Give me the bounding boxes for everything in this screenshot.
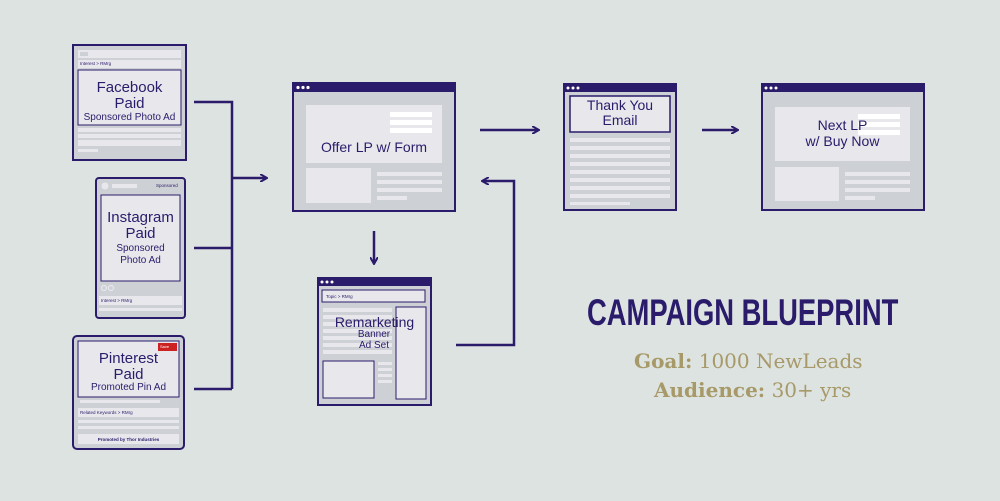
- instagram-ad-type-line2: Photo Ad: [120, 255, 161, 266]
- instagram-ad-title: Instagram: [107, 209, 174, 226]
- remarketing-window: [317, 277, 432, 406]
- pinterest-ad-title: Pinterest: [98, 350, 159, 367]
- save-badge: [158, 343, 177, 351]
- instagram-ad-card: [95, 177, 186, 319]
- facebook-ad-paid: Paid: [114, 95, 145, 112]
- facebook-ad-title: Facebook: [96, 79, 163, 96]
- remarketing-title: Remarketing: [334, 314, 415, 330]
- instagram-bottombar-text: Interest > RMrg: [101, 298, 133, 303]
- remarketing-topic-text: Topic > RMrg: [326, 294, 353, 299]
- thank-you-label-line1: Thank You: [586, 97, 654, 113]
- pinterest-promoted-by: Promoted by Thor Industries: [97, 437, 160, 442]
- facebook-connector: [194, 100, 234, 389]
- remarketing-adset-label: Ad Set: [358, 340, 390, 351]
- goal-label: Goal:: [634, 349, 693, 373]
- instagram-sponsored-tag: Sponsored: [156, 183, 178, 188]
- campaign-heading: CAMPAIGN BLUEPRINT: [587, 292, 899, 333]
- instagram-ad-type-line1: Sponsored: [116, 243, 165, 254]
- audience-label: Audience:: [654, 378, 766, 402]
- pinterest-ad-type: Promoted Pin Ad: [90, 382, 167, 393]
- facebook-ad-type: Sponsored Photo Ad: [83, 112, 176, 123]
- pinterest-related-keywords: Related Keywords > RMrg: [80, 410, 133, 415]
- facebook-topbar-text: Interest > RMrg: [80, 61, 112, 66]
- campaign-goal: Goal: 1000 NewLeads: [634, 349, 863, 373]
- flow-connectors: [194, 100, 737, 391]
- remarketing-banner-label: Banner: [357, 329, 391, 340]
- next-lp-label-line1: Next LP: [817, 117, 868, 133]
- campaign-audience: Audience: 30+ yrs: [654, 378, 851, 402]
- thank-you-label-line2: Email: [602, 112, 638, 128]
- goal-value: 1000 NewLeads: [698, 349, 863, 373]
- offer-lp-window: [292, 82, 456, 212]
- offer-lp-label: Offer LP w/ Form: [320, 139, 428, 155]
- remarketing-to-offer-arrow: [456, 181, 516, 347]
- pinterest-ad-card: [72, 335, 185, 450]
- pinterest-save-badge-text: Save: [160, 344, 170, 349]
- instagram-ad-paid: Paid: [125, 225, 156, 242]
- next-lp-window: [761, 83, 925, 211]
- facebook-ad-card: [72, 44, 187, 161]
- pinterest-ad-paid: Paid: [113, 366, 144, 383]
- audience-value: 30+ yrs: [771, 378, 852, 402]
- thank-you-email-window: [563, 83, 677, 211]
- next-lp-label-line2: w/ Buy Now: [805, 133, 880, 149]
